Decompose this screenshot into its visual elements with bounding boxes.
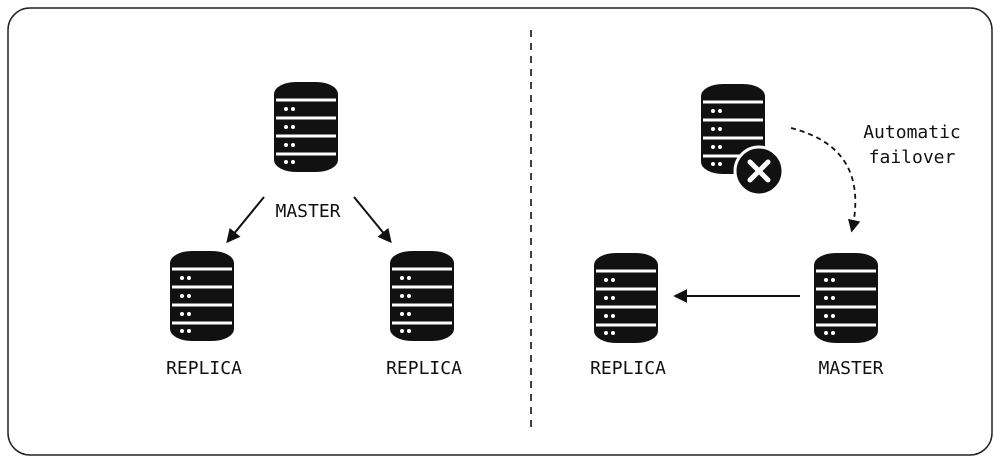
failover-label-line1: Automatic xyxy=(863,122,961,143)
arrow-master-to-replica-right xyxy=(353,196,392,244)
diagram-frame xyxy=(7,7,993,456)
replica-left-label: REPLICA xyxy=(166,358,242,379)
right-panel: Automatic failover REPLICA MASTER xyxy=(590,82,961,379)
master-database-icon xyxy=(272,80,340,174)
replica-database-icon xyxy=(592,251,660,345)
left-panel: MASTER REPLICA REPLICA xyxy=(166,80,462,379)
arrow-master-to-replica-left xyxy=(226,196,265,244)
new-master-database-icon xyxy=(812,251,880,345)
replica-right-database-icon xyxy=(388,249,456,343)
failover-arrow xyxy=(790,127,861,233)
replica-right-label: REPLICA xyxy=(386,358,462,379)
master-label: MASTER xyxy=(275,201,340,222)
failover-label-line2: failover xyxy=(869,147,956,168)
new-master-label: MASTER xyxy=(818,358,883,379)
replica-label: REPLICA xyxy=(590,358,666,379)
error-x-icon xyxy=(733,145,785,197)
replica-left-database-icon xyxy=(168,249,236,343)
